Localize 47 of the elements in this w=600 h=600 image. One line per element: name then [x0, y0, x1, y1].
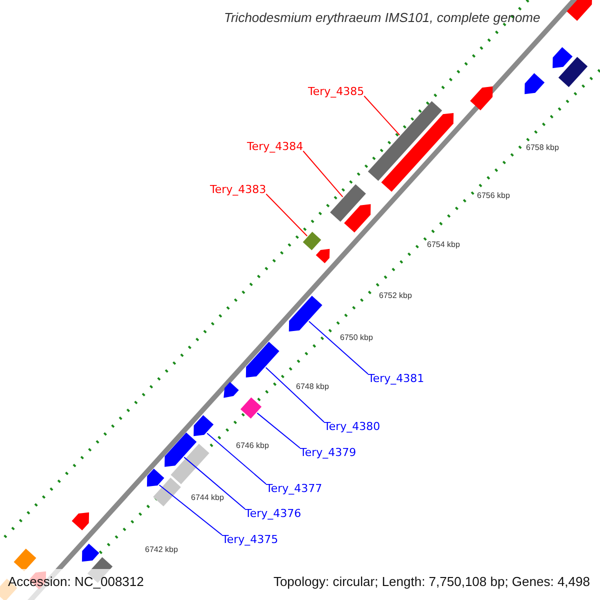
gene-block [246, 342, 280, 378]
leader-line [364, 96, 400, 136]
leader-line [265, 366, 324, 422]
gene-block [302, 232, 322, 250]
gene-label: Tery_4375 [222, 533, 278, 546]
genome-title: Trichodesmium erythraeum IMS101, complete genome [224, 10, 540, 25]
scale-label: 6744 kbp [191, 493, 224, 503]
gene-block [316, 248, 330, 264]
scale-label: 6758 kbp [526, 143, 559, 153]
leader-line [158, 484, 222, 536]
gene-block [224, 382, 239, 398]
leader-line [308, 320, 368, 374]
gene-block [194, 415, 214, 436]
gene-block [164, 432, 197, 467]
gene-block [240, 397, 262, 419]
gene-block [381, 112, 454, 192]
gene-label: Tery_4383 [210, 183, 266, 196]
scale-label: 6752 kbp [379, 291, 412, 301]
gene-block [344, 204, 371, 233]
leader-line [256, 412, 300, 448]
gene-block [146, 468, 164, 487]
scale-label: 6756 kbp [477, 191, 510, 201]
scale-label: 6754 kbp [427, 240, 460, 250]
gene-label: Tery_4380 [324, 420, 380, 433]
gene-label: Tery_4381 [368, 372, 424, 385]
leader-line [184, 456, 246, 510]
gene-label: Tery_4376 [245, 507, 302, 520]
leader-line [302, 150, 344, 198]
gene-label: Tery_4379 [300, 446, 356, 459]
gene-block [566, 0, 592, 21]
scale-label: 6748 kbp [296, 382, 329, 392]
genome-info-text: Topology: circular; Length: 7,750,108 bp; Genes: 4,498 [273, 574, 590, 590]
gene-label: Tery_4377 [266, 482, 322, 495]
scale-label: 6750 kbp [340, 333, 373, 343]
gene-label: Tery_4384 [247, 140, 304, 153]
gene-block [524, 73, 545, 94]
gene-block [288, 296, 322, 332]
gene-label: Tery_4385 [308, 85, 364, 98]
accession-text: Accession: NC_008312 [8, 574, 144, 590]
scale-label: 6746 kbp [236, 441, 269, 451]
gene-block [552, 47, 573, 68]
gene-block [72, 512, 90, 530]
leader-line [266, 194, 308, 236]
gene-block [82, 544, 100, 562]
scale-label: 6742 kbp [145, 545, 178, 555]
gene-block [470, 86, 493, 110]
leader-line [206, 432, 266, 484]
